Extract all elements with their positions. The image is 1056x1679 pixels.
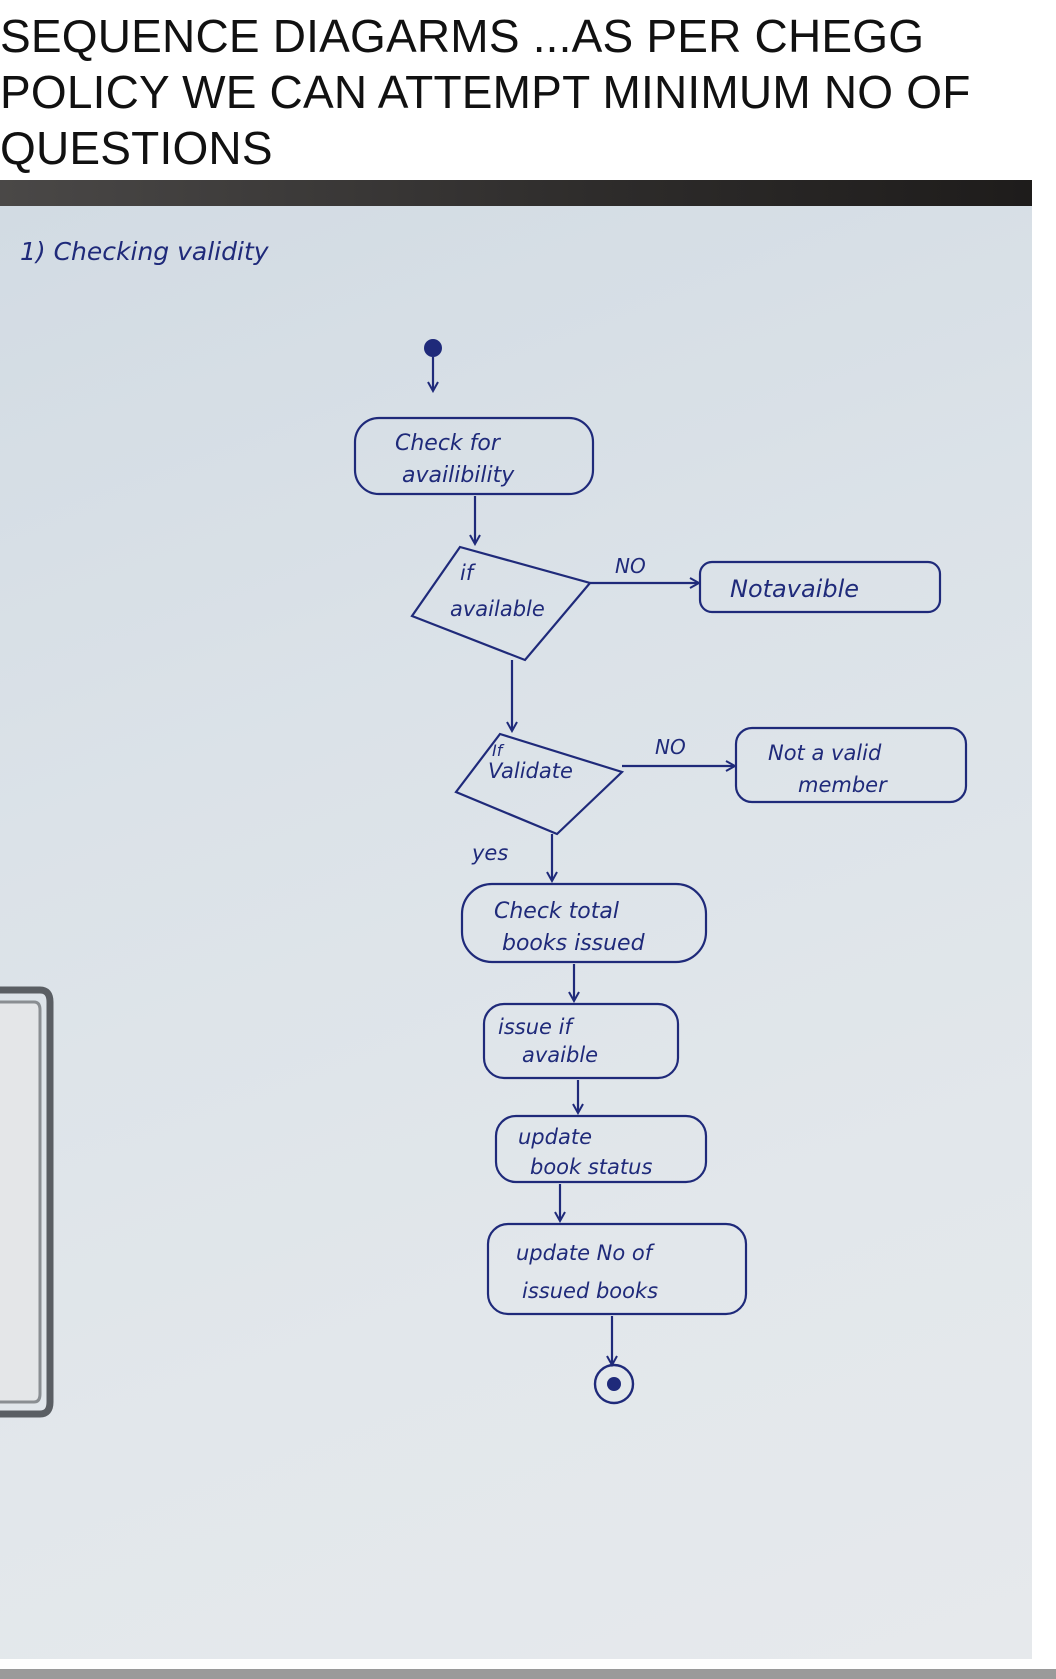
update-status-line1: update (518, 1125, 592, 1149)
notebook-photo: 1) Checking validity Check for availibil… (0, 180, 1032, 1659)
node-if-validate: If Validate (454, 732, 625, 836)
not-available-label: Notavaible (730, 575, 859, 603)
if-validate-line1: If (492, 741, 505, 760)
binder-clip (0, 986, 54, 1418)
edge-label-yes: yes (471, 841, 508, 865)
activity-diagram: 1) Checking validity Check for availibil… (0, 237, 968, 1418)
node-update-book-status: update book status (494, 1114, 708, 1184)
issue-line2: avaible (522, 1043, 598, 1067)
diagram-heading: 1) Checking validity (20, 237, 270, 266)
bottom-edge (0, 1669, 1056, 1679)
issue-line1: issue if (498, 1015, 575, 1039)
if-available-line2: available (450, 597, 545, 621)
node-update-no-issued: update No of issued books (486, 1222, 748, 1316)
node-check-availability: Check for availibility (353, 416, 595, 496)
check-total-line2: books issued (502, 931, 646, 956)
node-if-available: if available (410, 545, 592, 662)
check-availability-line2: availibility (402, 463, 515, 488)
update-no-line1: update No of (516, 1241, 656, 1265)
photo-top-edge (0, 180, 1032, 206)
node-check-total-books: Check total books issued (460, 882, 708, 964)
check-availability-line1: Check for (395, 431, 502, 456)
end-node (593, 1363, 635, 1405)
page-title: SEQUENCE DIAGARMS ...AS PER CHEGG POLICY… (0, 10, 971, 174)
node-issue-if-available: issue if avaible (482, 1002, 680, 1080)
paper-sheet (0, 206, 1032, 1659)
update-status-line2: book status (530, 1155, 652, 1179)
node-not-available: Notavaible (698, 560, 942, 614)
not-valid-line1: Not a valid (768, 741, 882, 765)
check-total-line1: Check total (494, 899, 619, 924)
edge-label-no-2: NO (655, 735, 686, 759)
not-valid-line2: member (798, 773, 888, 797)
node-not-valid-member: Not a valid member (734, 726, 968, 804)
edge-label-no-1: NO (615, 554, 646, 578)
if-available-line1: if (460, 561, 477, 585)
if-validate-line2: Validate (488, 759, 573, 783)
start-node (424, 339, 442, 357)
update-no-line2: issued books (522, 1279, 658, 1303)
